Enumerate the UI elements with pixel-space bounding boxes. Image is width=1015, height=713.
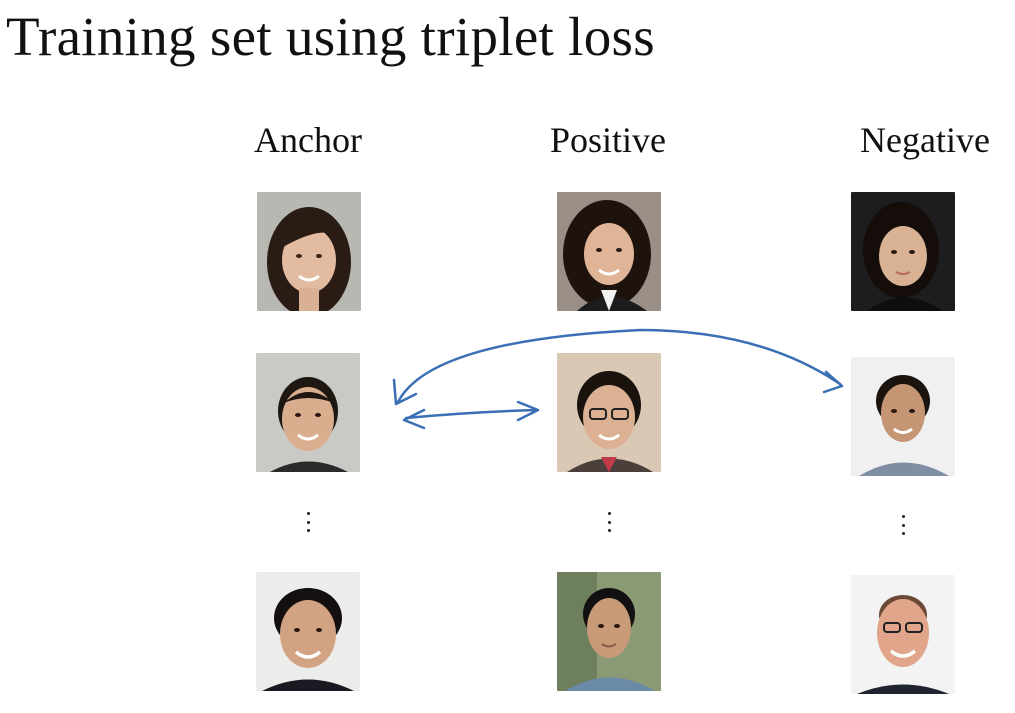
arrow-anchor-positive bbox=[404, 408, 538, 420]
column-header-positive: Positive bbox=[549, 120, 667, 160]
face-photo-negative-1 bbox=[851, 192, 955, 311]
arrowhead-anchor-bottom bbox=[402, 408, 426, 430]
face-photo-negative-2 bbox=[851, 357, 955, 476]
ellipsis-positive bbox=[606, 512, 612, 532]
face-photo-negative-3 bbox=[851, 575, 955, 694]
ellipsis-negative bbox=[900, 515, 906, 535]
arrowhead-positive bbox=[516, 400, 540, 422]
arrowhead-negative bbox=[822, 370, 844, 394]
slide-title: Training set using triplet loss bbox=[6, 6, 655, 67]
face-photo-anchor-2 bbox=[256, 353, 360, 472]
column-header-anchor: Anchor bbox=[254, 120, 362, 160]
ellipsis-anchor bbox=[305, 512, 311, 532]
face-photo-anchor-3 bbox=[256, 572, 360, 691]
face-photo-anchor-1 bbox=[257, 192, 361, 311]
column-header-negative: Negative bbox=[860, 120, 990, 160]
face-photo-positive-1 bbox=[557, 192, 661, 311]
arrowhead-anchor-top bbox=[392, 378, 418, 406]
face-photo-positive-2 bbox=[557, 353, 661, 472]
face-photo-positive-3 bbox=[557, 572, 661, 691]
